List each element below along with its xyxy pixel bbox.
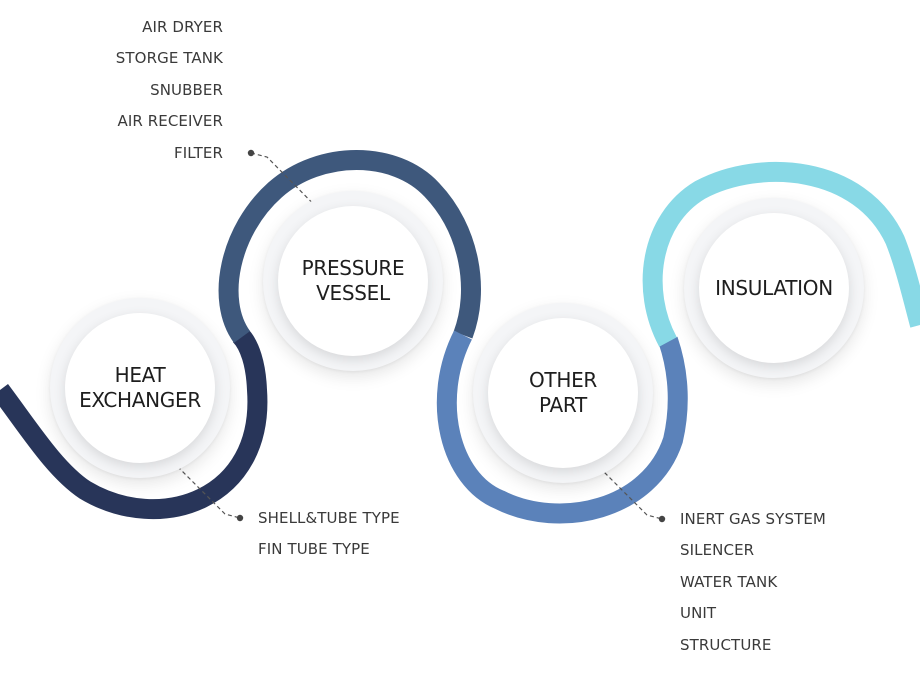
list-item: INERT GAS SYSTEM — [680, 510, 826, 528]
list-item: STORGE TANK — [115, 49, 223, 68]
list-item: FIN TUBE TYPE — [258, 540, 370, 559]
insulation-label: INSULATION — [715, 275, 833, 300]
pressure-vessel-label-line1: PRESSURE — [301, 256, 405, 280]
heat-exchanger-label-line2: EXCHANGER — [79, 388, 201, 412]
pressure-vessel-ribbon — [218, 150, 481, 343]
other-part-node: OTHER PART — [473, 303, 653, 483]
list-item: AIR DRYER — [142, 18, 223, 36]
list-item: UNIT — [680, 604, 717, 623]
pressure-vessel-node: PRESSURE VESSEL — [263, 191, 443, 371]
other-part-ribbon — [436, 330, 688, 524]
pressure-vessel-label-line2: VESSEL — [316, 281, 390, 305]
insulation-inner: INSULATION — [699, 213, 849, 363]
other-part-leader-dot-end — [658, 515, 666, 523]
list-item: AIR RECEIVER — [117, 112, 223, 131]
insulation-node: INSULATION — [684, 198, 864, 378]
heat-exchanger-leader-dot-end — [236, 514, 244, 522]
insulation-ribbon — [642, 161, 920, 347]
pressure-vessel-leader-dot-top — [247, 149, 255, 157]
heat-exchanger-node: HEAT EXCHANGER — [50, 298, 230, 478]
other-part-label-line2: PART — [539, 393, 587, 417]
list-item: SILENCER — [680, 541, 755, 560]
heat-exchanger-label-line1: HEAT — [114, 363, 166, 387]
pressure-vessel-inner: PRESSURE VESSEL — [278, 206, 428, 356]
other-part-inner: OTHER PART — [488, 318, 638, 468]
list-item: SNUBBER — [150, 80, 223, 99]
heat-exchanger-ribbon — [0, 327, 268, 520]
list-item: SHELL&TUBE TYPE — [258, 509, 400, 527]
other-part-label-line1: OTHER — [528, 368, 598, 392]
pressure-vessel-item-list: AIR DRYER STORGE TANK SNUBBER AIR RECEIV… — [40, 17, 223, 174]
list-item: WATER TANK — [680, 572, 778, 591]
list-item: STRUCTURE — [680, 635, 772, 654]
other-part-item-list: INERT GAS SYSTEM SILENCER WATER TANK UNI… — [680, 509, 880, 666]
list-item: FILTER — [173, 143, 223, 162]
heat-exchanger-item-list: SHELL&TUBE TYPE FIN TUBE TYPE — [258, 508, 448, 571]
heat-exchanger-inner: HEAT EXCHANGER — [65, 313, 215, 463]
